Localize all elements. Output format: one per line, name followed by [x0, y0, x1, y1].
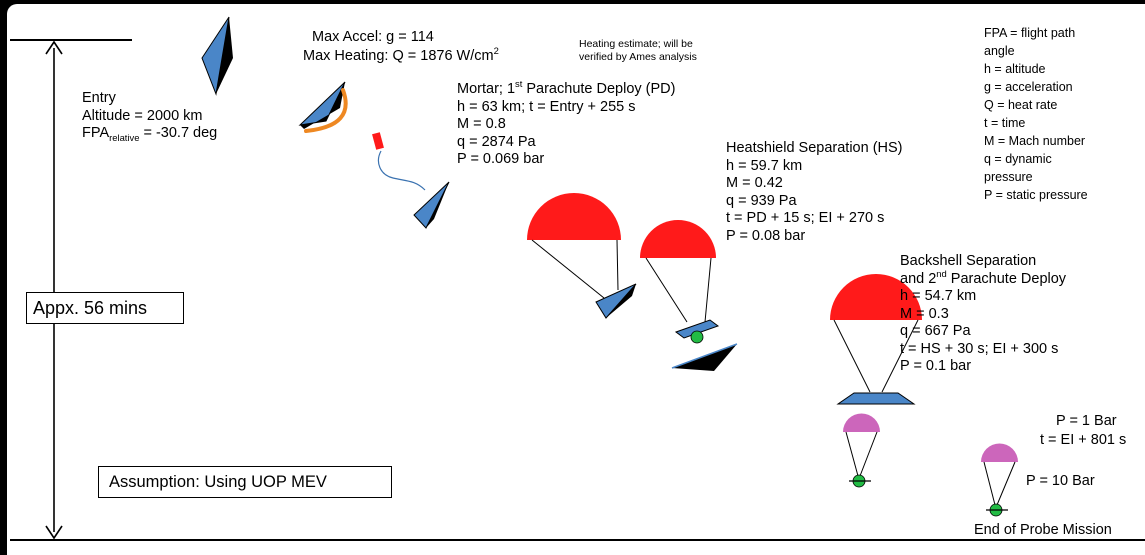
mission-time-label: t = EI + 801 s [1040, 432, 1127, 448]
entry-capsule-icon [201, 16, 233, 96]
backshell-label: Backshell Separation and 2nd Parachute D… [900, 253, 1067, 374]
backshell-title-2: and 2nd Parachute Deploy [900, 267, 1067, 287]
entry-fpa: FPArelative = -30.7 deg [82, 125, 218, 143]
heatshield-icon [671, 343, 738, 371]
heatshield-label: Heatshield Separation (HS) h = 59.7 km M… [726, 140, 903, 244]
pink-parachute-1-icon [843, 413, 880, 488]
heating-note: Heating estimate; will be verified by Am… [579, 38, 697, 63]
abbreviation-legend: FPA = flight path angle h = altitude g =… [984, 26, 1088, 202]
max-accel: Max Accel: g = 114 [312, 29, 434, 45]
main-parachute-1-icon [527, 193, 637, 319]
backshell-title: Backshell Separation [900, 253, 1037, 269]
pink-parachute-2-icon [981, 443, 1018, 517]
entry-altitude: Altitude = 2000 km [82, 107, 203, 124]
ten-bar-label: P = 10 Bar [1026, 473, 1095, 489]
heating-capsule-icon [298, 81, 348, 133]
main-parachute-3-icon [830, 274, 922, 405]
max-heating: Max Heating: Q = 1876 W/cm2 [303, 45, 499, 64]
diagram-panel [7, 4, 1145, 555]
entry-label: Entry Altitude = 2000 km FPArelative = -… [82, 90, 217, 143]
end-of-mission-label: End of Probe Mission [974, 522, 1112, 538]
duration-arrow [45, 40, 63, 540]
mortar-label: Mortar; 1st Parachute Deploy (PD) h = 63… [457, 78, 676, 167]
mortar-capsule-icon [413, 181, 450, 229]
mortar-canister-icon [372, 132, 426, 191]
mortar-title: Mortar; 1st Parachute Deploy (PD) [457, 78, 676, 97]
duration-box: Appx. 56 mins [26, 292, 184, 324]
heatshield-title: Heatshield Separation (HS) [726, 140, 903, 156]
entry-title: Entry [82, 90, 116, 106]
main-parachute-2-icon [640, 220, 720, 344]
peak-loads-label: Max Accel: g = 114 Max Heating: Q = 1876… [303, 28, 499, 66]
one-bar-label: P = 1 Bar [1056, 413, 1117, 429]
assumption-box: Assumption: Using UOP MEV [98, 466, 392, 498]
plasma-arc [304, 88, 348, 133]
